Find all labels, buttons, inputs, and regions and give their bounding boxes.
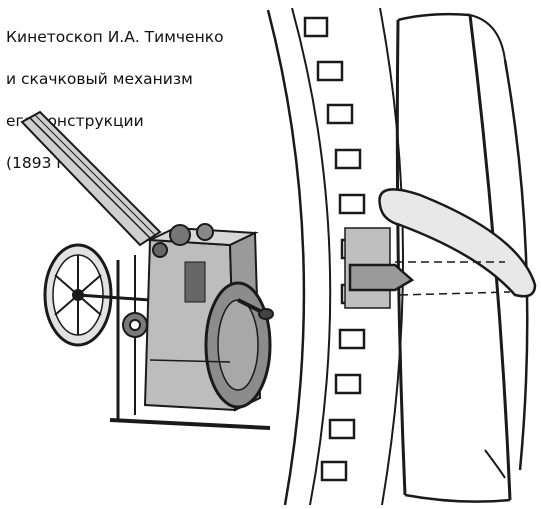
caption-line-2: и скачковый механизм	[6, 70, 193, 88]
gear	[169, 224, 191, 246]
caption-line-1: Кинетоскоп И.А. Тимченко	[6, 28, 224, 46]
crank-handle	[258, 308, 274, 320]
film-arc-outer	[266, 9, 306, 506]
claw-tooth	[348, 263, 415, 292]
drum-body	[395, 19, 407, 496]
claw-pin	[378, 188, 537, 298]
kinetoscope-drawing	[20, 110, 274, 430]
intermittent-mechanism-drawing	[266, 7, 537, 506]
